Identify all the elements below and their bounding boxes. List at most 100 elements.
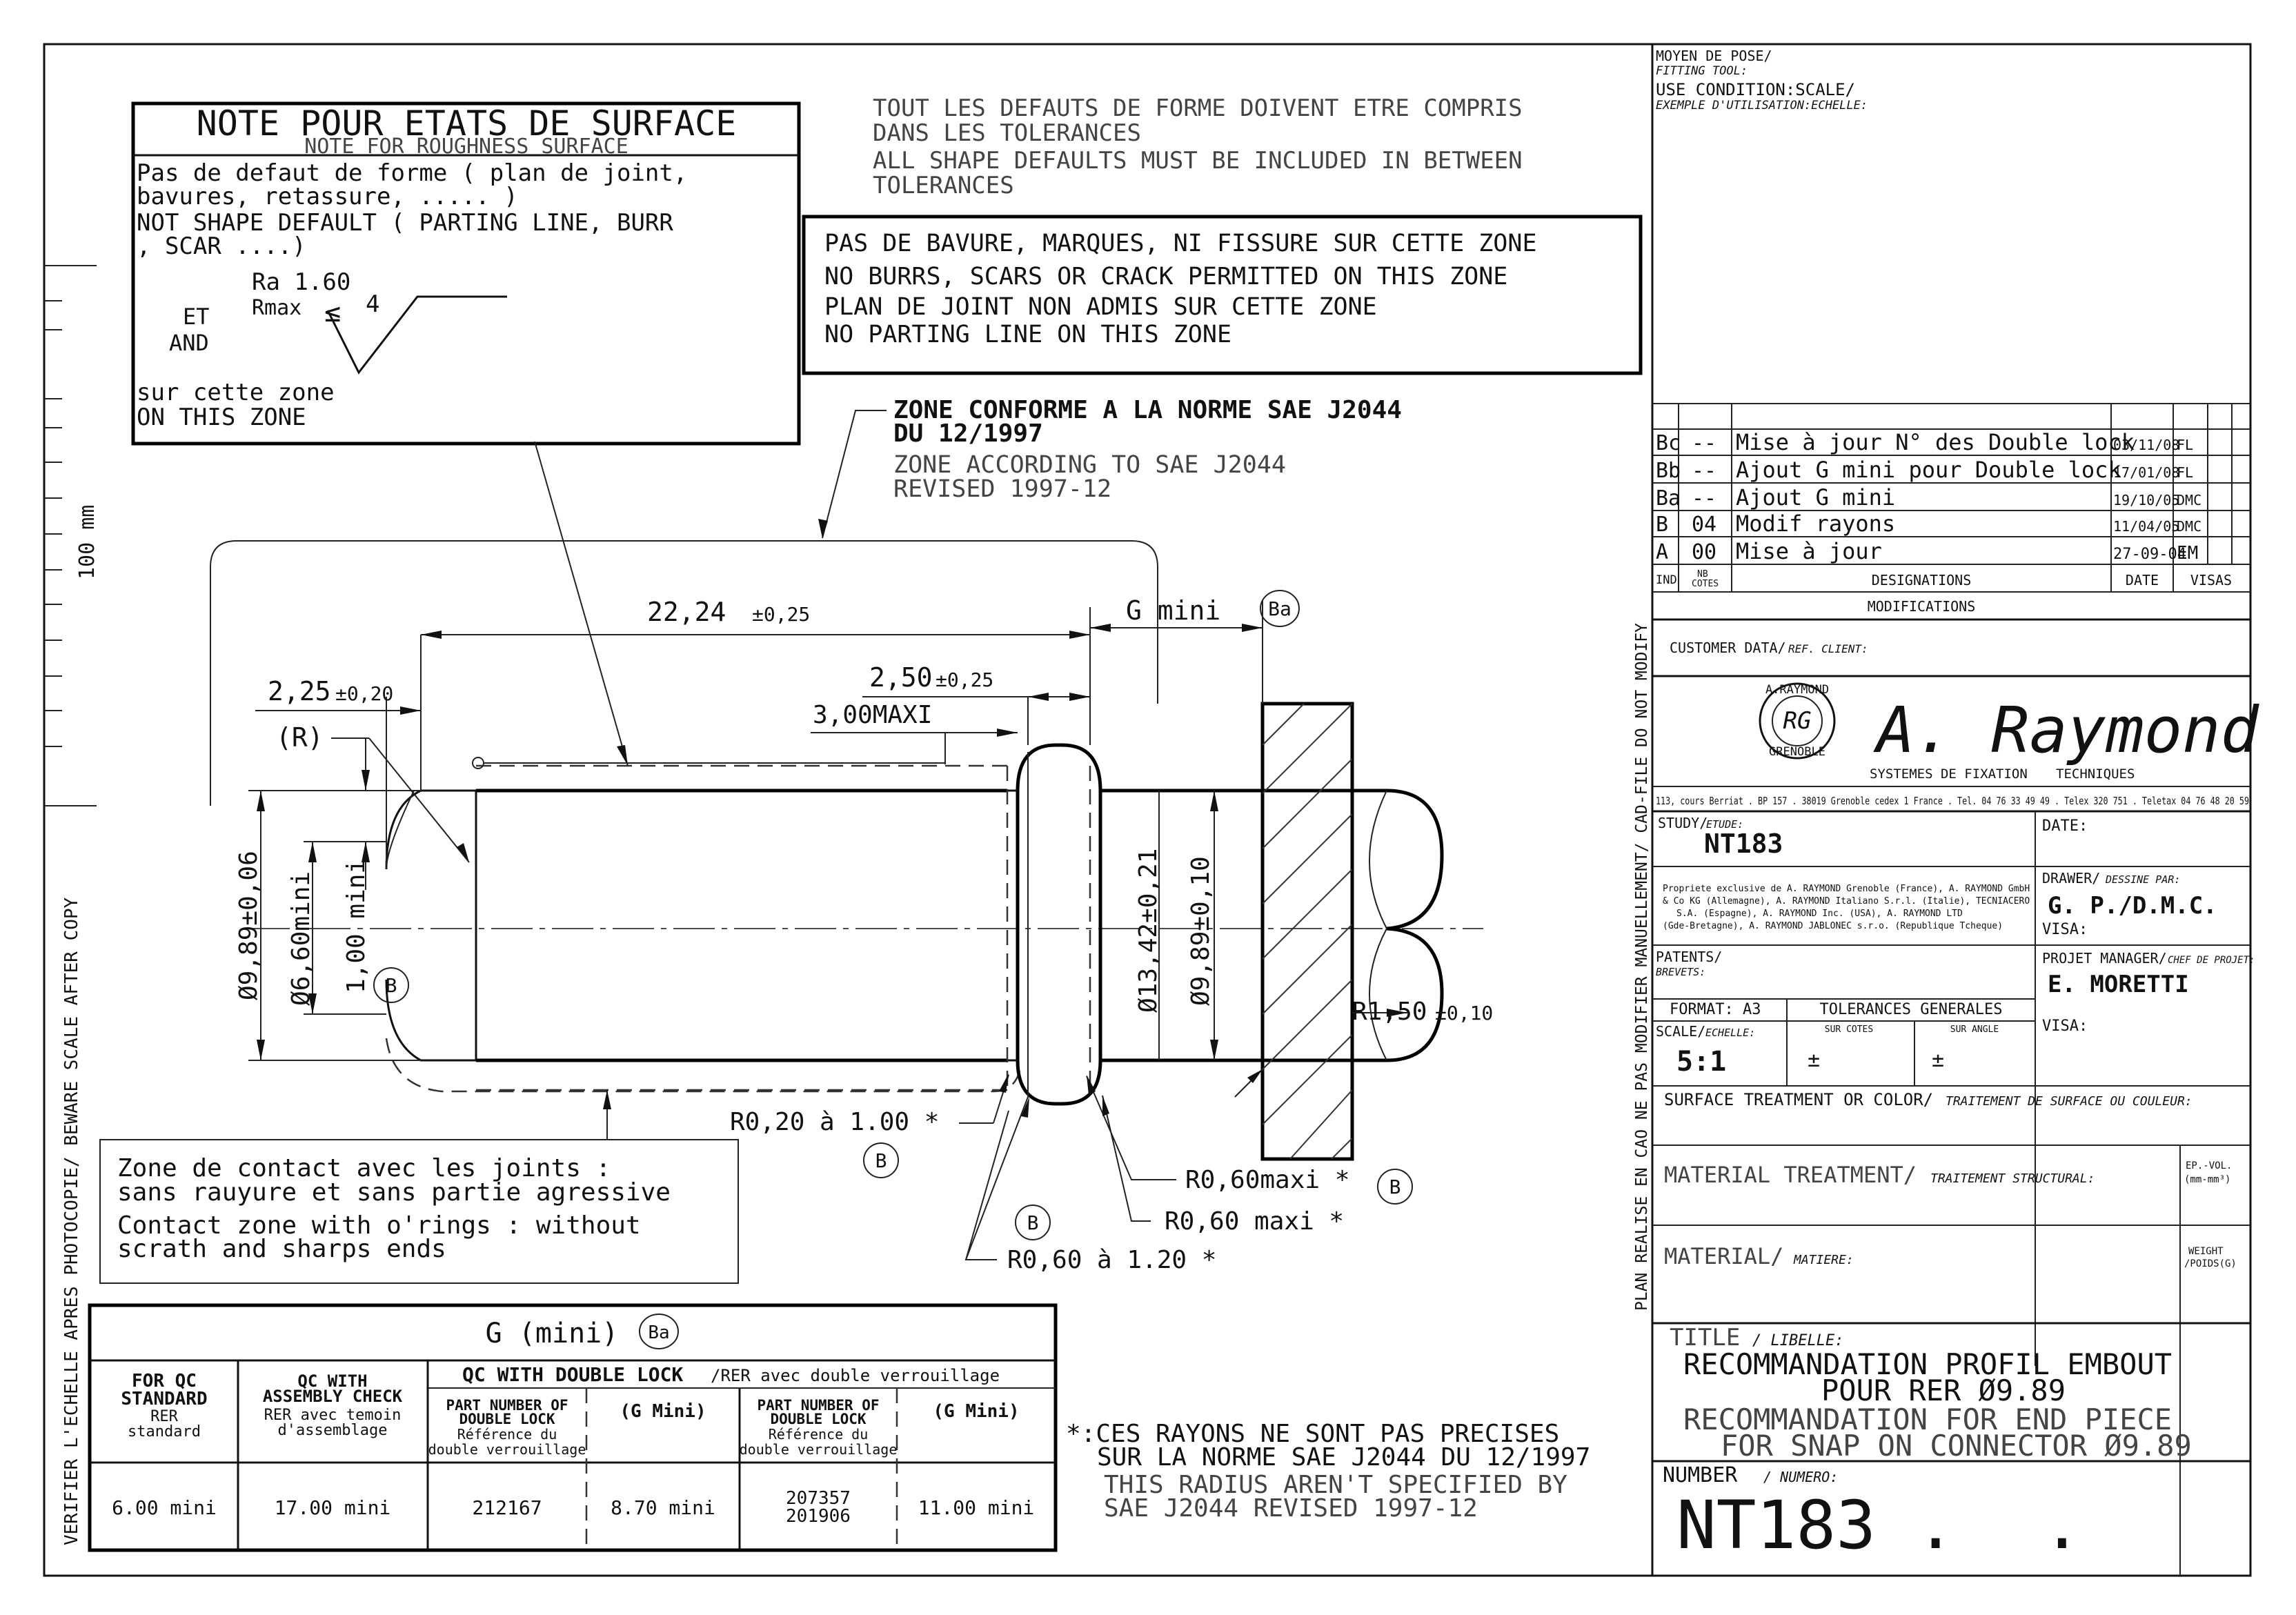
dim-od-13-42: Ø13,42±0,21 bbox=[1134, 849, 1162, 1013]
drawing-label: -- bbox=[1692, 459, 1716, 483]
drawing-label: Mise à jour bbox=[1736, 538, 1882, 564]
drawing-label: NO BURRS, SCARS OR CRACK PERMITTED ON TH… bbox=[824, 263, 1507, 290]
drawing-label: SUR COTES bbox=[1825, 1024, 1873, 1035]
drawing-label: TOLERANCES bbox=[873, 172, 1014, 199]
drawing-label: THIS RADIUS AREN'T SPECIFIED BY bbox=[1104, 1471, 1567, 1499]
badge-b-3 bbox=[1377, 1169, 1413, 1205]
title-block: PLAN REALISE EN CAO NE PAS MODIFIER MANU… bbox=[1633, 44, 2259, 1576]
drawing-label: COTES bbox=[1692, 579, 1719, 589]
drawing-label: 00 bbox=[1692, 540, 1716, 564]
drawing-label: PART NUMBER OF bbox=[757, 1397, 879, 1414]
drawing-label: TOUT LES DEFAUTS DE FORME DOIVENT ETRE C… bbox=[873, 95, 1523, 122]
drawing-label: /RER avec double verrouillage bbox=[711, 1366, 1000, 1385]
roughness-rmax-value: 4 bbox=[366, 290, 379, 318]
drawing-label: Zone de contact avec les joints : bbox=[117, 1154, 611, 1182]
drawing-label: RER bbox=[150, 1408, 178, 1425]
drawing-label: IND bbox=[1656, 573, 1677, 587]
drawing-label: scrath and sharps ends bbox=[117, 1235, 446, 1263]
drawing-label: Ba bbox=[1268, 597, 1292, 620]
drawing-label: DOUBLE LOCK bbox=[459, 1411, 555, 1427]
drawing-label: ECHELLE: bbox=[1705, 1027, 1755, 1039]
drawing-label: VISAS bbox=[2190, 572, 2232, 588]
drawing-label: FL bbox=[2177, 464, 2193, 481]
roughness-note: NOTE POUR ETATS DE SURFACE NOTE FOR ROUG… bbox=[131, 101, 801, 446]
drawing-label: A bbox=[1656, 540, 1668, 564]
drawing-label: B bbox=[875, 1149, 887, 1172]
drawing-label: VISA: bbox=[2042, 1018, 2088, 1035]
drawing-label: Bb bbox=[1656, 459, 1681, 483]
dim-r-0-20: R0,20 à 1.00 * bbox=[730, 1108, 939, 1136]
g-table-badge bbox=[639, 1314, 679, 1349]
roughness-rmax: Rmax bbox=[252, 296, 301, 320]
drawing-label: SUR ANGLE bbox=[1950, 1024, 1999, 1035]
drawing-label: 113, cours Berriat . BP 157 . 38019 Gren… bbox=[1656, 795, 2249, 807]
drawing-label: Référence du bbox=[457, 1426, 557, 1443]
side-note-right: PLAN REALISE EN CAO NE PAS MODIFIER MANU… bbox=[1633, 623, 1651, 1311]
drawing-label: 11.00 mini bbox=[918, 1496, 1035, 1519]
drawing-label: Ajout G mini pour Double lock bbox=[1736, 457, 2121, 483]
drawing-label: STUDY/ bbox=[1658, 815, 1708, 831]
drawing-label: ± bbox=[1808, 1048, 1820, 1072]
dim-2-25-tol: ±0,20 bbox=[335, 682, 393, 705]
sae-zone-boundary bbox=[210, 540, 1158, 806]
drawing-label: FL bbox=[2177, 437, 2193, 453]
drawing-label: 11/04/05 bbox=[2113, 518, 2179, 535]
drawing-label: B bbox=[1027, 1211, 1039, 1234]
dim-r-0-60-1-20: R0,60 à 1.20 * bbox=[1007, 1246, 1216, 1274]
roughness-ra: Ra 1.60 bbox=[252, 268, 350, 296]
roughness-et: ET bbox=[183, 304, 210, 330]
drawing-label: NUMBER bbox=[1663, 1463, 1738, 1487]
drawing-label: 03/11/08 bbox=[2113, 437, 2179, 453]
roughness-and: AND bbox=[169, 330, 209, 356]
drawing-label: DATE: bbox=[2042, 818, 2088, 835]
drawing-label: 207357 bbox=[786, 1488, 851, 1509]
drawing-label: MATIERE: bbox=[1793, 1253, 1854, 1267]
dim-od-9-89: Ø9,89±0,06 bbox=[235, 851, 263, 1000]
drawing-label: FOR QC bbox=[132, 1371, 197, 1391]
drawing-label: -- bbox=[1692, 486, 1716, 511]
drawing-label: DU 12/1997 bbox=[893, 419, 1043, 448]
badge-b-2 bbox=[863, 1142, 899, 1178]
dim-id-6-60: Ø6,60mini bbox=[287, 871, 315, 1006]
drawing-label: (Gde-Bretagne), A. RAYMOND JABLONEC s.r.… bbox=[1663, 921, 2003, 931]
drawing-label: MOYEN DE POSE/ bbox=[1656, 48, 1772, 64]
g-table-title: G (mini) bbox=[486, 1318, 619, 1349]
drawing-label: B bbox=[1389, 1176, 1401, 1198]
shape-defaults-note: TOUT LES DEFAUTS DE FORME DOIVENT ETRE C… bbox=[873, 95, 1523, 199]
drawing-label: 8.70 mini bbox=[611, 1496, 715, 1519]
drawing-label: Bc bbox=[1656, 431, 1681, 455]
badge-ba bbox=[1260, 590, 1300, 627]
drawing-label: /POIDS(G) bbox=[2184, 1258, 2237, 1269]
drawing-label: standard bbox=[128, 1423, 201, 1440]
drawing-label: USE CONDITION:SCALE/ bbox=[1656, 80, 1855, 99]
drawing-label: FITTING TOOL: bbox=[1656, 64, 1748, 78]
drawing-label: SURFACE TREATMENT OR COLOR/ bbox=[1664, 1090, 1933, 1109]
drawing-label: Ajout G mini bbox=[1736, 484, 1895, 511]
drawing-label: Mise à jour N° des Double lock bbox=[1736, 429, 2135, 455]
label-r: (R) bbox=[276, 722, 324, 753]
drawing-label: SAE J2044 REVISED 1997-12 bbox=[1104, 1494, 1478, 1523]
drawing-label: & Co KG (Allemagne), A. RAYMOND Italiano… bbox=[1663, 896, 2030, 906]
dim-2-50: 2,50 bbox=[869, 662, 933, 693]
logo-mono: RG bbox=[1783, 707, 1812, 735]
title-line-3: RECOMMANDATION FOR END PIECE bbox=[1683, 1403, 2172, 1436]
burr-note: PAS DE BAVURE, MARQUES, NI FISSURE SUR C… bbox=[802, 215, 1643, 375]
roughness-zone-en: ON THIS ZONE bbox=[137, 404, 306, 431]
drawing-frame bbox=[43, 43, 2252, 1577]
scale-label: 100 mm bbox=[75, 505, 99, 579]
drawing-label: *:CES RAYONS NE SONT PAS PRECISES bbox=[1066, 1420, 1559, 1448]
roughness-line-4: , SCAR ....) bbox=[137, 232, 306, 260]
drawing-label: FORMAT: A3 bbox=[1670, 1001, 1761, 1018]
part-profile bbox=[248, 702, 1483, 1161]
drawing-label: 17/01/08 bbox=[2113, 464, 2179, 481]
drawing-label: DATE bbox=[2126, 572, 2159, 588]
drawing-label: SCALE/ bbox=[1656, 1023, 1705, 1040]
badge-b-1 bbox=[373, 967, 409, 1003]
drawing-label: DRAWER/ bbox=[2042, 870, 2100, 886]
drawing-label: 19/10/05 bbox=[2113, 492, 2179, 508]
drawing-label: d'assemblage bbox=[278, 1422, 388, 1439]
g-mini-table: G (mini) Ba FOR QC STANDARD RER standard… bbox=[88, 1303, 1058, 1552]
drawing-label: MATERIAL/ bbox=[1664, 1243, 1783, 1269]
dim-od-9-89-b: Ø9,89±0,10 bbox=[1187, 856, 1215, 1006]
